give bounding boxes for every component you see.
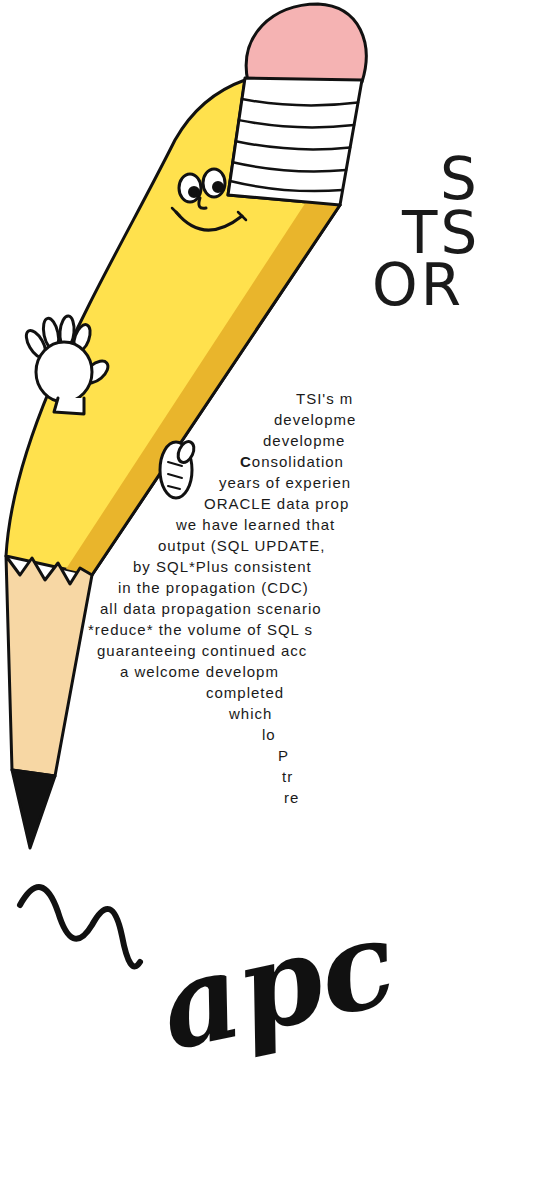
- pupil: [214, 183, 223, 192]
- eye: [179, 174, 201, 202]
- ferrule: [228, 78, 362, 205]
- body-text-line: by SQL*Plus consistent: [133, 559, 312, 575]
- body-text-line: a welcome developm: [120, 664, 279, 680]
- logo-text: apc: [150, 901, 405, 1067]
- body-text-line: *reduce* the volume of SQL s: [88, 622, 313, 638]
- ferrule-band: [233, 162, 346, 171]
- body-text-line: tr: [282, 769, 293, 785]
- finger-line: [168, 462, 182, 489]
- body-text-line: Consolidation: [240, 454, 344, 470]
- body-edge: [92, 205, 340, 575]
- ferrule-band: [239, 120, 354, 127]
- body-text-line: all data propagation scenario: [100, 601, 322, 617]
- eye: [203, 169, 225, 197]
- graphite-tip: [12, 770, 55, 848]
- body-text-line: P: [278, 748, 289, 764]
- ferrule-band: [242, 99, 358, 105]
- body-text-line: TSI's m: [296, 391, 353, 407]
- body-text-line: ORACLE data prop: [204, 496, 349, 512]
- body-text-line: completed: [206, 685, 284, 701]
- body-text-line: developme: [274, 412, 356, 428]
- thumb: [175, 439, 197, 465]
- heading-fragment: TS: [402, 204, 480, 262]
- heading-fragment: S: [440, 150, 480, 208]
- cursive-swoosh: [20, 887, 140, 966]
- glove-cuff: [54, 398, 84, 414]
- ferrule-band: [236, 141, 350, 149]
- nose: [199, 198, 206, 208]
- pupil: [190, 188, 199, 197]
- body-text-line: re: [284, 790, 299, 806]
- wood-cone: [6, 556, 92, 776]
- palm: [36, 342, 92, 402]
- body-shade: [66, 202, 340, 575]
- body-text-line: lo: [262, 727, 276, 743]
- body-text-line: in the propagation (CDC): [118, 580, 309, 596]
- ferrule-band: [230, 181, 343, 191]
- body-text-line: we have learned that: [176, 517, 335, 533]
- body-text-line: years of experien: [219, 475, 351, 491]
- body-text-line: output (SQL UPDATE,: [158, 538, 325, 554]
- smile: [176, 212, 242, 230]
- smile-corner: [172, 208, 246, 220]
- body-text-line: developme: [263, 433, 345, 449]
- body-text-line: guaranteeing continued acc: [97, 643, 307, 659]
- body-text-line: which: [229, 706, 272, 722]
- heading-fragment: OR: [372, 256, 464, 314]
- eraser: [246, 4, 366, 82]
